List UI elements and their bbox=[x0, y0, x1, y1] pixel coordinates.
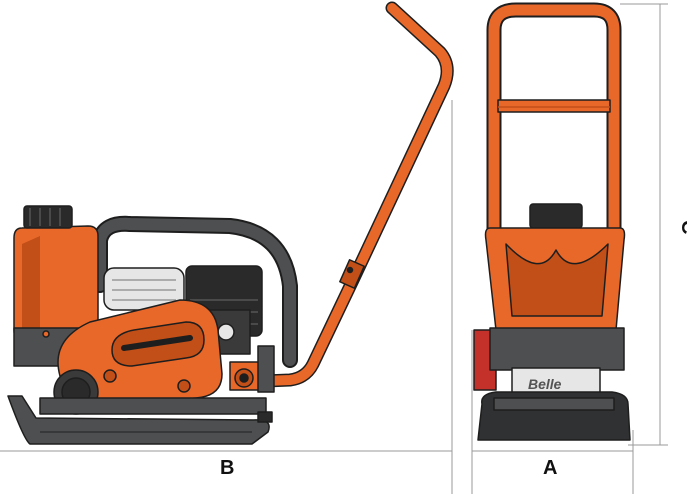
front-view: Belle bbox=[473, 2, 631, 441]
height-dimension-label: C bbox=[677, 220, 687, 234]
front-water-tank bbox=[484, 227, 626, 331]
front-handle bbox=[486, 2, 622, 240]
side-base-plate bbox=[7, 395, 273, 445]
front-tank-cap bbox=[529, 203, 583, 229]
side-belt-guard bbox=[53, 299, 223, 415]
dimension-lines bbox=[0, 3, 668, 494]
front-base-plate bbox=[477, 391, 631, 441]
side-handle bbox=[233, 1, 454, 389]
side-engine bbox=[103, 265, 263, 355]
front-frame-band bbox=[489, 327, 625, 371]
side-frame-bar bbox=[92, 215, 298, 368]
plate-width-dimension-label: A bbox=[543, 457, 557, 479]
side-handle-pivot bbox=[229, 345, 275, 393]
width-dimension-label: B bbox=[220, 457, 234, 479]
side-view bbox=[7, 1, 454, 445]
belle-logo: Belle bbox=[528, 376, 562, 392]
